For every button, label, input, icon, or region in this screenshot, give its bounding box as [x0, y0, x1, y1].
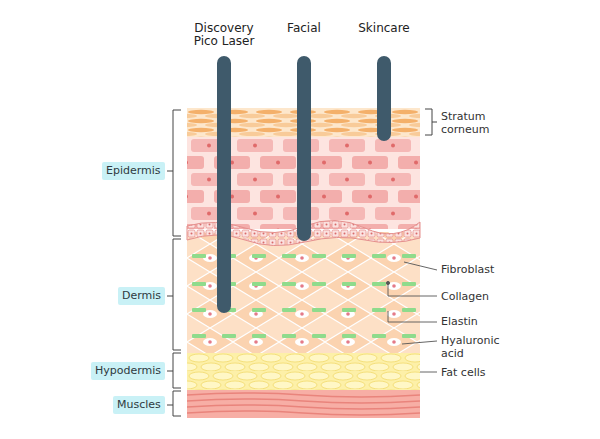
layer-name: Epidermis — [106, 164, 161, 178]
layer-tag: Hypodermis — [91, 362, 165, 380]
layer-tag: Epidermis — [102, 162, 165, 180]
muscle-layer — [187, 390, 420, 418]
layer-tag: Dermis — [118, 287, 165, 305]
treatment-label: Skincare — [344, 22, 424, 35]
layer-name: Dermis — [122, 289, 161, 303]
hypodermis-layer — [187, 353, 420, 390]
part-label: Fibroblast — [441, 263, 541, 276]
part-label: Hyaluronic acid — [441, 334, 505, 360]
leader-lines — [386, 262, 437, 372]
layer-brackets — [167, 109, 437, 416]
skincare-bar — [377, 63, 391, 134]
muscle-fibers — [187, 393, 420, 415]
part-label: Elastin — [441, 315, 541, 328]
layer-name: Hypodermis — [95, 364, 161, 378]
layer-name: Muscles — [117, 398, 161, 412]
facial-bar — [297, 63, 311, 234]
layer-tag: Muscles — [113, 396, 165, 414]
part-label: Fat cells — [441, 366, 541, 379]
layer-label: Stratum corneum — [441, 110, 503, 136]
part-label: Collagen — [441, 290, 541, 303]
treatment-label: Facial — [264, 22, 344, 35]
pico-laser-bar — [217, 63, 231, 306]
treatment-label: Discovery Pico Laser — [184, 22, 264, 48]
depth-bars — [224, 63, 384, 306]
